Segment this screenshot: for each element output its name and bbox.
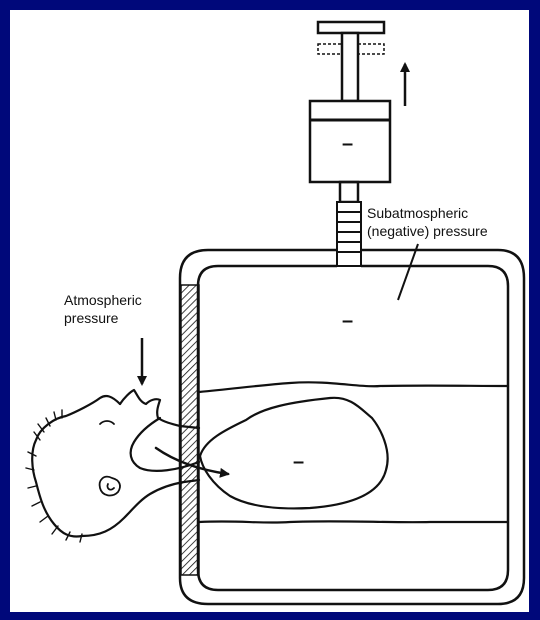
subatmospheric-pointer xyxy=(398,244,418,300)
patient-head xyxy=(32,396,199,537)
atmospheric-label-line2: pressure xyxy=(64,310,119,326)
lungs-negative-sign: – xyxy=(293,451,304,473)
bellows-coupling xyxy=(337,202,361,266)
syringe-negative-sign: – xyxy=(342,133,353,155)
atmospheric-label-line1: Atmospheric xyxy=(64,292,142,308)
patient-ear xyxy=(100,477,120,496)
plunger-handle xyxy=(318,22,384,33)
neck-seal xyxy=(181,285,199,575)
patient xyxy=(26,382,508,542)
subatmospheric-label-line2: (negative) pressure xyxy=(367,223,488,239)
patient-eye xyxy=(100,421,114,424)
connector-tube xyxy=(340,182,358,202)
subatmospheric-label-line1: Subatmospheric xyxy=(367,205,468,221)
chamber-negative-sign: – xyxy=(342,310,353,332)
plunger-rod xyxy=(342,33,358,101)
syringe-pump xyxy=(310,22,405,202)
